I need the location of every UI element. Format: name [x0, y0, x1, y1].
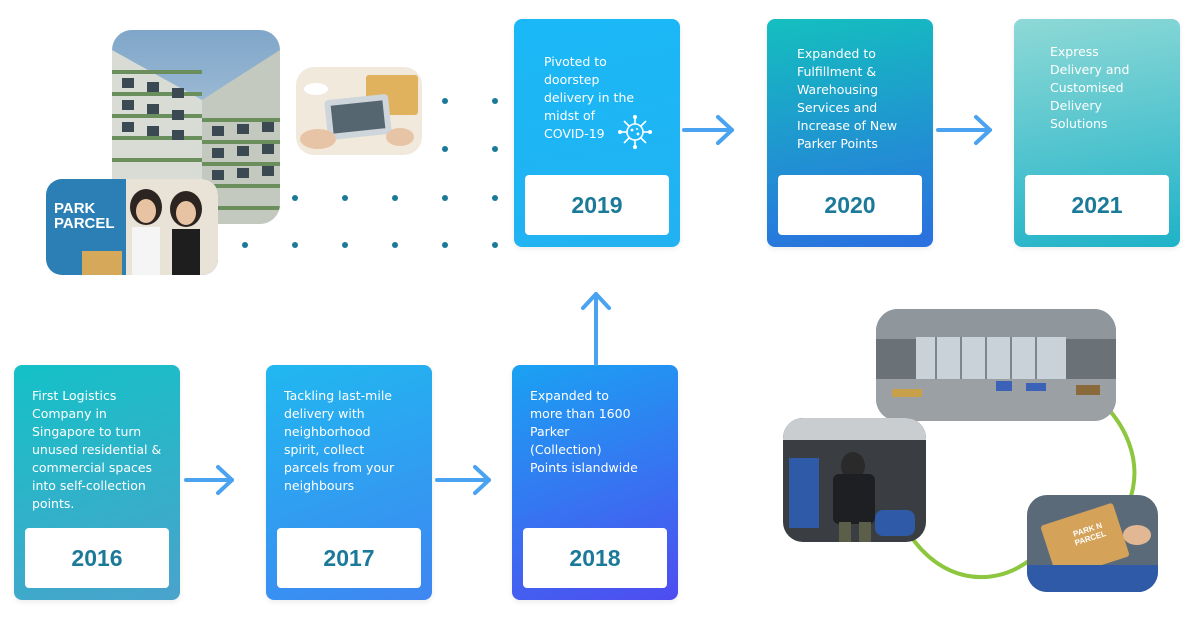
card-description: Expanded to Fulfillment & Warehousing Se… [797, 46, 898, 151]
timeline-card-2020: Expanded to Fulfillment & Warehousing Se… [767, 19, 933, 247]
timeline-card-2018: Expanded to more than 1600 Parker (Colle… [512, 365, 678, 600]
women-with-tablet-photo: PARK PARCEL [46, 179, 218, 275]
arrow-right-icon [435, 465, 491, 495]
warehouse-photo [876, 309, 1116, 421]
year-box: 2021 [1025, 175, 1169, 235]
courier-van-photo [783, 418, 926, 542]
year-label: 2021 [1071, 191, 1123, 218]
timeline-card-2017: Tackling last-mile delivery with neighbo… [266, 365, 432, 600]
year-label: 2020 [824, 191, 876, 218]
year-box: 2019 [525, 175, 669, 235]
timeline-card-2016: First Logistics Company in Singapore to … [14, 365, 180, 600]
arrow-right-icon [184, 465, 234, 495]
card-description: Express Delivery and Customised Delivery… [1050, 44, 1130, 131]
year-label: 2017 [323, 544, 375, 571]
dot-grid [242, 98, 498, 248]
timeline-card-2021: Express Delivery and Customised Delivery… [1014, 19, 1180, 247]
card-description: Expanded to more than 1600 Parker (Colle… [530, 388, 638, 475]
parcel-box-photo: PARK N PARCEL [1027, 495, 1158, 592]
virus-icon [618, 115, 652, 149]
year-box: 2018 [523, 528, 667, 588]
year-box: 2016 [25, 528, 169, 588]
card-description: Pivoted to doorstep delivery in the mids… [544, 54, 635, 141]
year-label: 2019 [571, 191, 623, 218]
year-label: 2016 [71, 544, 123, 571]
arrow-right-icon [936, 115, 992, 145]
arrow-right-icon [682, 115, 734, 145]
card-description: Tackling last-mile delivery with neighbo… [284, 388, 395, 493]
brand-logo: PARK PARCEL [54, 200, 115, 232]
arrow-up-icon [581, 292, 611, 366]
parcel-app-photo [296, 67, 422, 155]
timeline-card-2019: Pivoted to doorstep delivery in the mids… [514, 19, 680, 247]
year-box: 2020 [778, 175, 922, 235]
year-box: 2017 [277, 528, 421, 588]
year-label: 2018 [569, 544, 621, 571]
card-description: First Logistics Company in Singapore to … [32, 388, 162, 511]
